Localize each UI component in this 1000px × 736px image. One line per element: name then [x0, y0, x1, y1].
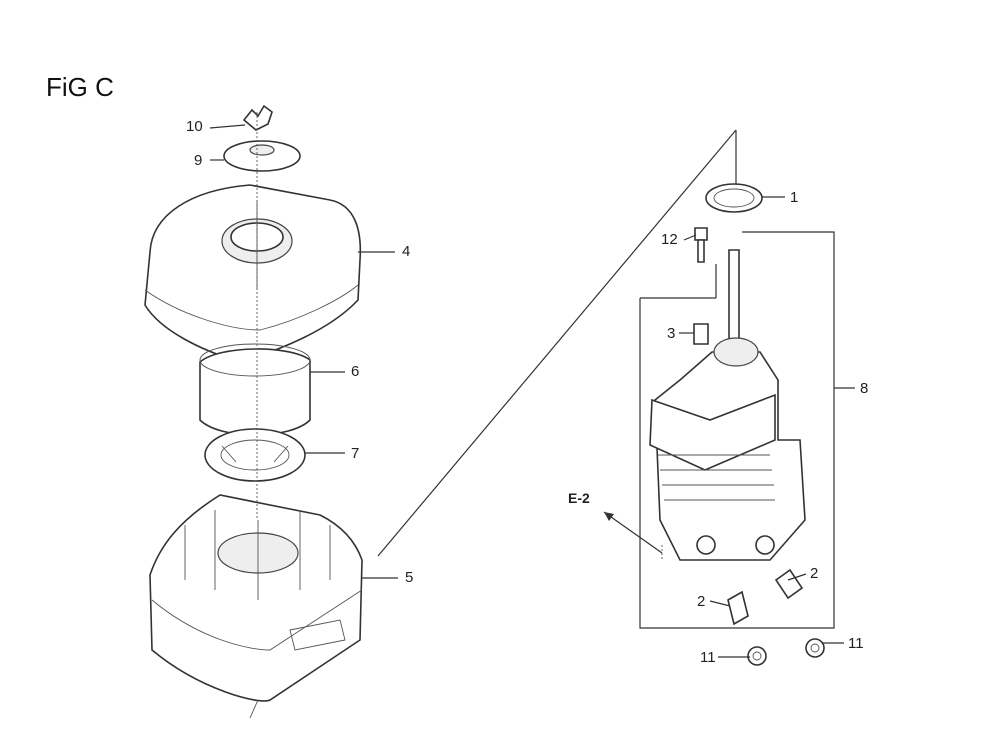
callout-3: 3 — [667, 325, 676, 342]
callout-5: 5 — [405, 569, 414, 586]
callout-12: 12 — [661, 231, 678, 248]
filter-element-part-6 — [199, 343, 311, 436]
callout-9: 9 — [194, 152, 203, 169]
callout-11-left: 11 — [700, 649, 716, 666]
reference-label-e2: E-2 — [568, 490, 590, 506]
figure-title: FiG C — [46, 72, 114, 102]
callout-1: 1 — [790, 189, 799, 206]
callout-2-right: 2 — [810, 565, 819, 582]
callout-10: 10 — [186, 118, 203, 135]
cover-washer-part-9 — [223, 140, 301, 172]
callout-6: 6 — [351, 363, 360, 380]
elbow-assembly-part-8 — [649, 337, 806, 561]
callout-4: 4 — [402, 243, 411, 260]
callout-11-right: 11 — [848, 635, 864, 652]
pin-part-2-right — [774, 568, 804, 600]
nut-part-11-right — [805, 638, 825, 658]
callout-2-left: 2 — [697, 593, 706, 610]
callout-8: 8 — [860, 380, 869, 397]
wing-nut-part-10 — [242, 104, 273, 131]
air-cleaner-case-part-5 — [149, 494, 363, 702]
o-ring-part-1 — [705, 183, 763, 213]
seal-ring-part-7 — [204, 428, 306, 482]
bolt-part-12 — [694, 227, 708, 263]
pin-part-2-left — [727, 590, 749, 626]
dowel-pin-part-3 — [693, 323, 709, 345]
air-cleaner-cover-part-4 — [144, 184, 362, 363]
nut-part-11-left — [747, 646, 767, 666]
callout-7: 7 — [351, 445, 360, 462]
